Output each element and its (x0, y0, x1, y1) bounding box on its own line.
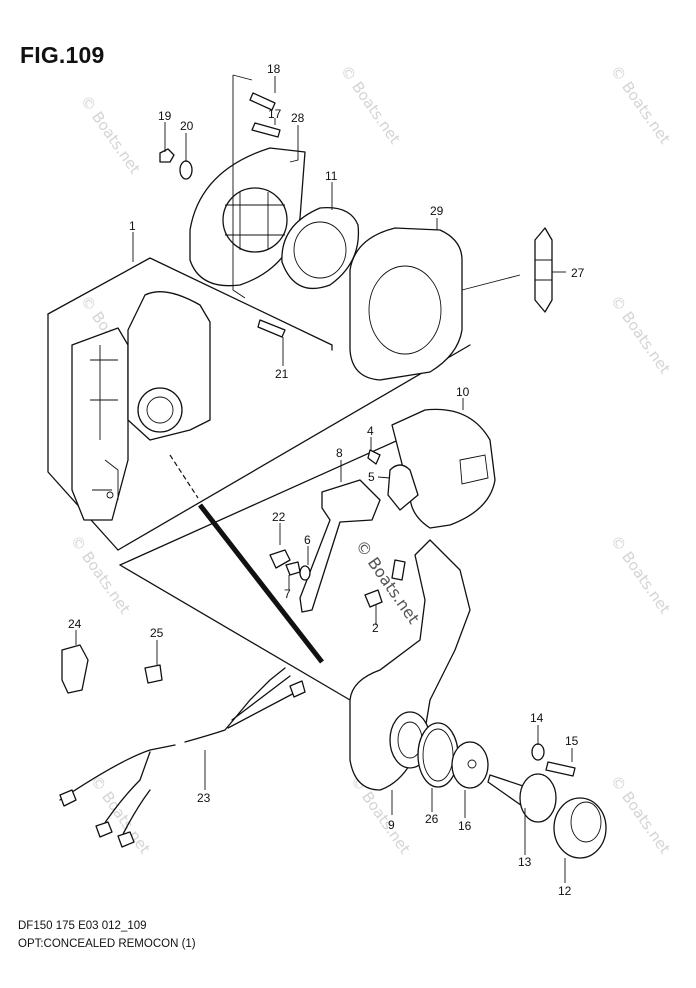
callout-15: 15 (565, 734, 579, 748)
watermark: © Boats.net (607, 772, 674, 857)
callout-8: 8 (336, 446, 343, 460)
callout-24: 24 (68, 617, 82, 631)
lock-part (387, 464, 419, 511)
leader-line (461, 274, 521, 291)
assembly-outline-line (47, 313, 119, 551)
callout-16: 16 (458, 819, 472, 833)
callout-28: 28 (291, 111, 305, 125)
part-24 (61, 644, 89, 694)
callout-19: 19 (158, 109, 172, 123)
footer-code: DF150 175 E03 012_109 (18, 920, 147, 932)
lever-bracket (299, 479, 381, 613)
callout-21: 21 (275, 367, 289, 381)
assembly-outline-line (119, 564, 351, 701)
assembly-outline-line (117, 344, 471, 551)
assembly-outline-line (47, 257, 333, 351)
assembly-outline-line (119, 436, 406, 566)
callout-27: 27 (571, 266, 585, 280)
watermark: © Boats.net (352, 536, 424, 627)
callout-25: 25 (150, 626, 164, 640)
callout-22: 22 (272, 510, 286, 524)
remote-control-housing (71, 291, 211, 521)
lever-grip (391, 408, 496, 529)
callout-9: 9 (388, 818, 395, 832)
figure-title: FIG.109 (20, 42, 105, 68)
wiring-harness (59, 667, 306, 848)
watermark: © Boats.net (77, 92, 144, 177)
o-ring (417, 722, 459, 788)
watermark: © Boats.net (607, 62, 674, 147)
callout-14: 14 (530, 711, 544, 725)
watermark: © Boats.net (87, 772, 154, 857)
leader-lines (75, 74, 573, 883)
pad-part (349, 227, 463, 381)
plate-16 (451, 741, 489, 789)
watermark: © Boats.net (337, 62, 404, 147)
callout-2: 2 (372, 621, 379, 635)
part-25 (144, 664, 163, 684)
cover-plate (189, 147, 306, 287)
callout-7: 7 (284, 587, 291, 601)
callout-17: 17 (268, 107, 282, 121)
callout-26: 26 (425, 812, 439, 826)
fasteners (159, 92, 576, 777)
callout-numbers: 1 2 4 5 6 7 8 9 10 11 12 13 14 15 16 17 … (68, 62, 585, 898)
knob-12 (553, 797, 607, 859)
watermark: © Boats.net (607, 292, 674, 377)
callout-23: 23 (197, 791, 211, 805)
callout-13: 13 (518, 855, 532, 869)
footer-caption: OPT:CONCEALED REMOCON (1) (18, 938, 196, 950)
ring-part (281, 206, 360, 290)
callout-20: 20 (180, 119, 194, 133)
shaft-13 (487, 773, 557, 823)
watermark: © Boats.net (67, 532, 134, 617)
callout-29: 29 (430, 204, 444, 218)
callout-6: 6 (304, 533, 311, 547)
callout-10: 10 (456, 385, 470, 399)
callout-12: 12 (558, 884, 572, 898)
callout-11: 11 (325, 169, 338, 183)
shaft-line (198, 503, 324, 664)
watermark: © Boats.net (607, 532, 674, 617)
callout-5: 5 (368, 470, 375, 484)
callout-1: 1 (129, 219, 136, 233)
callout-18: 18 (267, 62, 281, 76)
callout-4: 4 (367, 424, 374, 438)
decal-part (534, 227, 553, 313)
